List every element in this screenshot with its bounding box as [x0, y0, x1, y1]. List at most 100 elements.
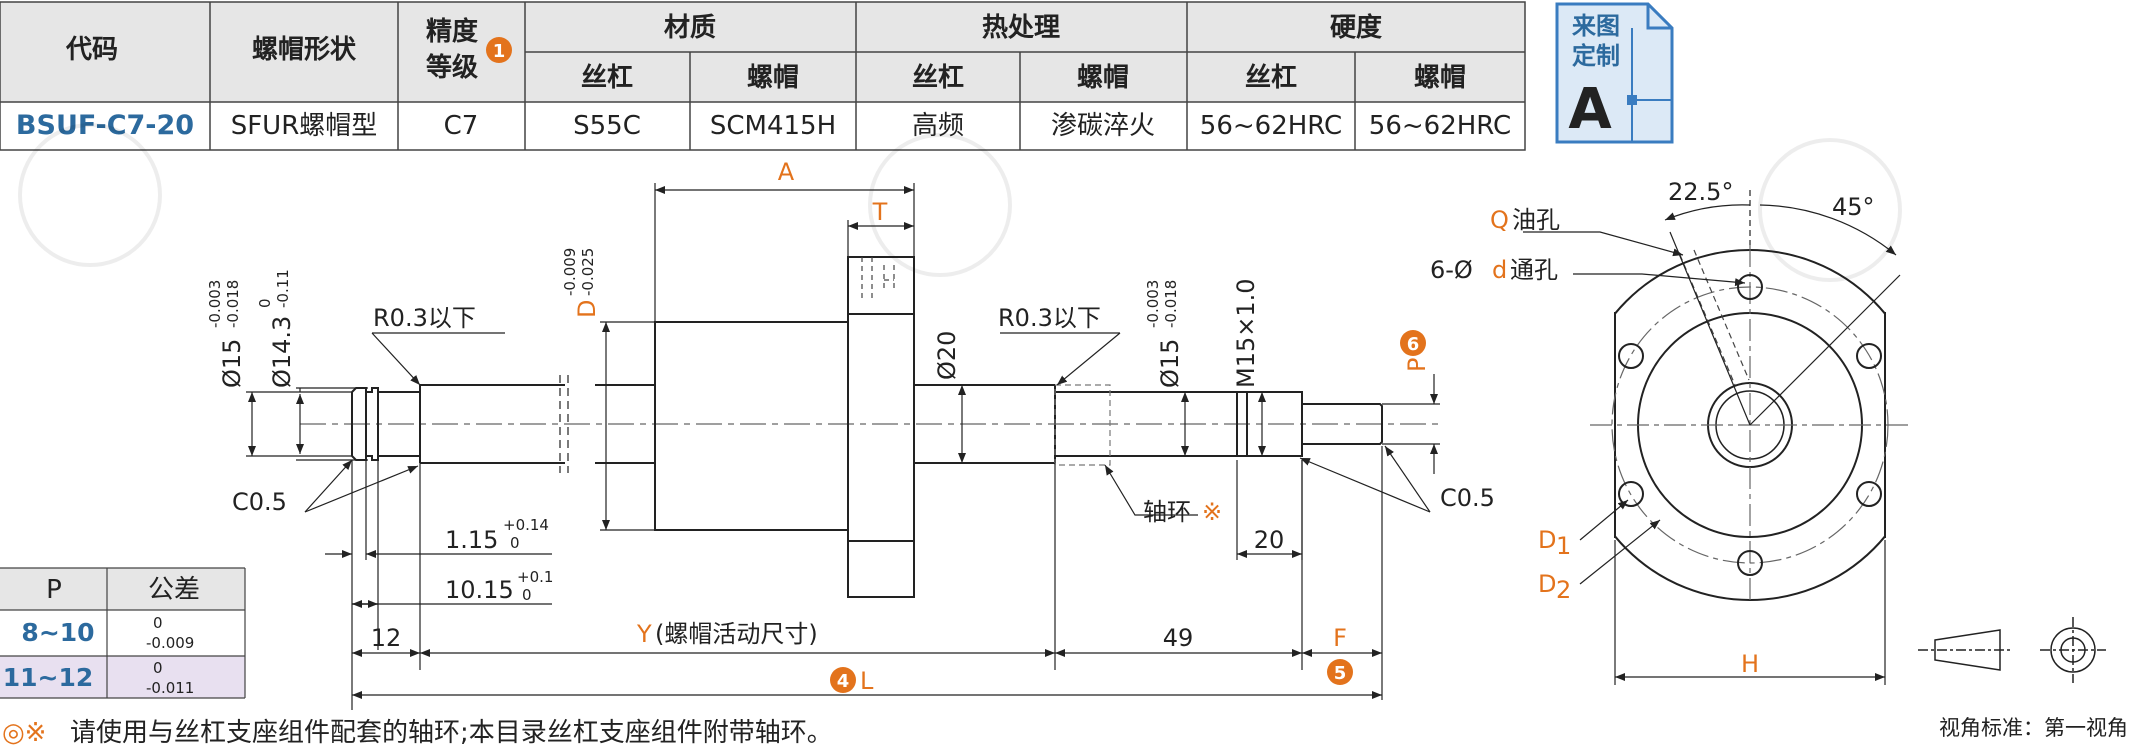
grade-marker: 1 [493, 41, 506, 62]
d2-sub: 2 [1556, 576, 1571, 604]
spec-table: 代码 螺帽形状 精度 等级 1 材质 热处理 硬度 丝杠 螺帽 丝杠 螺帽 丝杠… [0, 1, 1526, 151]
holes-label: 通孔 [1510, 256, 1558, 284]
dim-r03-left: R0.3以下 [373, 304, 476, 332]
l-marker-badge [830, 667, 856, 693]
dim-phi143-tol-upper: 0 [256, 298, 274, 308]
d2-label: D [1538, 570, 1556, 598]
angle-45: 45° [1832, 193, 1875, 221]
row-nut-shape: SFUR螺帽型 [231, 111, 378, 141]
p-table-hdr-p: P [46, 575, 62, 605]
dim-49: 49 [1163, 624, 1194, 652]
p-row-1-lower: -0.009 [146, 634, 194, 652]
holes-prefix: 6-Ø [1430, 256, 1473, 284]
p-row-2-lower: -0.011 [146, 679, 194, 697]
hdr-code: 代码 [65, 35, 118, 65]
dim-d-group: D -0.009 -0.025 [561, 248, 601, 318]
dim-phi143: Ø14.3 [268, 316, 296, 388]
end-view [1523, 190, 1910, 685]
hdr-mat-screw: 丝杠 [581, 63, 633, 93]
hdr-hardness: 硬度 [1330, 12, 1382, 43]
dim-1015-tol-upper: +0.1 [517, 568, 553, 586]
side-view [300, 256, 1440, 598]
dim-a: A [778, 158, 795, 186]
dim-m15: M15×1.0 [1232, 278, 1260, 388]
dimension-lines [246, 183, 1440, 710]
dim-1015-tol-lower: 0 [522, 586, 532, 604]
row-heat-screw: 高频 [912, 111, 964, 141]
hdr-heat: 热处理 [982, 13, 1060, 43]
hdr-mat-nut: 螺帽 [747, 63, 799, 93]
p-marker: 6 [1407, 334, 1420, 355]
angle-22-5: 22.5° [1668, 178, 1733, 206]
hdr-material: 材质 [664, 13, 716, 43]
badge-letter: A [1568, 77, 1612, 142]
dim-115-tol-lower: 0 [510, 534, 520, 552]
row-heat-nut: 渗碳淬火 [1051, 111, 1155, 141]
dim-collar: 轴环 [1143, 498, 1191, 526]
d1-label: D [1538, 526, 1556, 554]
l-marker: 4 [837, 671, 850, 692]
dim-phi15-right-tol-lower: -0.018 [1162, 280, 1180, 328]
p-table-hdr-tol: 公差 [148, 575, 200, 605]
shaft-outline [351, 256, 1383, 598]
dim-1015: 10.15 [445, 576, 514, 604]
grade-marker-badge [486, 37, 512, 63]
dim-y: Y [636, 620, 652, 648]
f-marker-badge [1327, 659, 1353, 685]
p-row-2-p: 11~12 [3, 663, 94, 692]
watermark [18, 123, 1902, 282]
hdr-grade-2: 等级 [426, 52, 478, 83]
dim-c05-right: C0.5 [1440, 484, 1495, 512]
collar-phantom [1054, 384, 1111, 466]
hdr-hard-nut: 螺帽 [1414, 63, 1466, 93]
p-row-1-upper: 0 [153, 614, 163, 632]
p-marker-badge [1400, 330, 1426, 356]
hdr-heat-nut: 螺帽 [1077, 63, 1129, 93]
badge-line1: 来图 [1572, 12, 1620, 40]
first-angle-projection-icon [1918, 617, 2106, 683]
dim-12: 12 [371, 624, 402, 652]
h-label: H [1741, 650, 1759, 678]
row-code: BSUF-C7-20 [16, 110, 194, 141]
dim-l: L [860, 667, 874, 695]
badge-line2: 定制 [1572, 42, 1620, 70]
dim-phi15-left-group: Ø15 -0.003 -0.018 [206, 280, 246, 388]
dim-phi15-right-group: Ø15 -0.003 -0.018 [1144, 280, 1184, 388]
dim-phi15-left-tol-lower: -0.018 [224, 280, 242, 328]
dim-115: 1.15 [445, 526, 498, 554]
dim-phi15-left-tol-upper: -0.003 [206, 280, 224, 328]
dim-phi15-left: Ø15 [218, 339, 246, 388]
dim-phi15-right: Ø15 [1156, 339, 1184, 388]
p-row-1-p: 8~10 [21, 618, 94, 647]
hdr-hard-screw: 丝杠 [1245, 63, 1297, 93]
q-letter: Q [1490, 206, 1509, 234]
dim-phi143-group: Ø14.3 0 -0.11 [256, 269, 296, 388]
view-standard: 视角标准：第一视角 [1939, 716, 2128, 740]
dim-f: F [1333, 624, 1347, 652]
dim-p6-group: P [1403, 358, 1431, 372]
footer-note: 请使用与丝杠支座组件配套的轴环;本目录丝杠支座组件附带轴环。 [70, 718, 833, 748]
hdr-nut-shape: 螺帽形状 [252, 35, 357, 65]
q-label: 油孔 [1512, 206, 1560, 234]
custom-drawing-badge[interactable]: 来图 定制 A [1555, 2, 1674, 144]
dim-r03-right: R0.3以下 [998, 304, 1101, 332]
p-row-2-upper: 0 [153, 659, 163, 677]
dim-20: 20 [1254, 526, 1285, 554]
holes-d: d [1492, 256, 1507, 284]
row-hard-nut: 56~62HRC [1369, 111, 1511, 141]
footer-marker: ◎※ [2, 718, 46, 748]
dim-d: D [573, 300, 601, 318]
dim-p: P [1403, 358, 1431, 372]
dim-phi143-tol-lower: -0.11 [274, 269, 292, 308]
hdr-grade-1: 精度 [426, 16, 478, 47]
dim-t: T [872, 198, 888, 226]
dim-phi15-right-tol-upper: -0.003 [1144, 280, 1162, 328]
dim-d-tol-upper: -0.009 [561, 248, 579, 296]
f-marker: 5 [1334, 663, 1347, 684]
p-tolerance-table: P 公差 8~10 0 -0.009 11~12 0 -0.011 [0, 567, 246, 699]
row-mat-screw: S55C [573, 111, 641, 141]
row-hard-screw: 56~62HRC [1200, 111, 1342, 141]
d1-sub: 1 [1556, 532, 1571, 560]
dim-y-note: (螺帽活动尺寸) [655, 620, 818, 648]
